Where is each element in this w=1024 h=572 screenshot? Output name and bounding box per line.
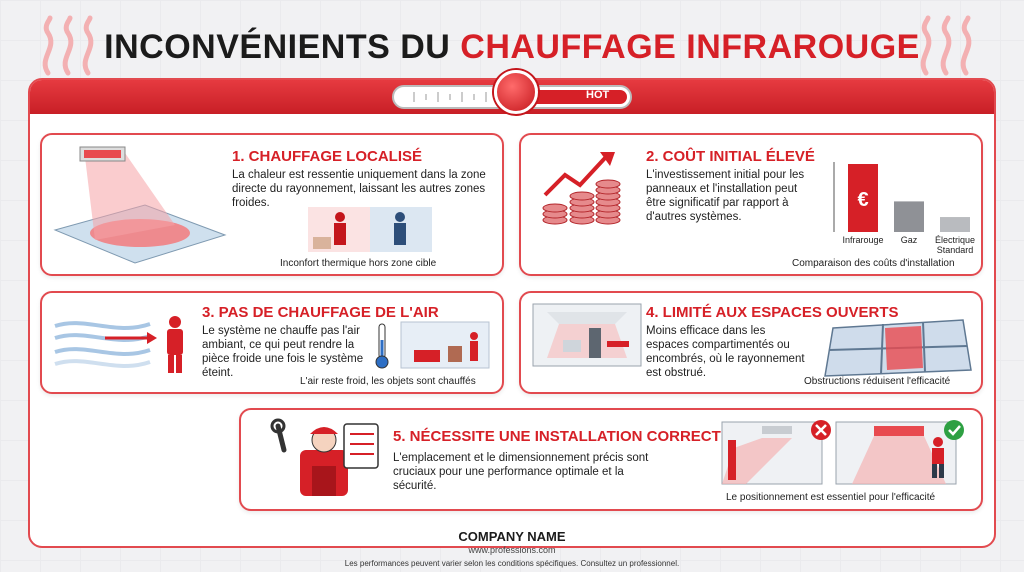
card-1-caption: Inconfort thermique hors zone cible (280, 258, 437, 269)
card-4-heading: 4. LIMITÉ AUX ESPACES OUVERTS (646, 304, 899, 321)
thermometer-room-icon (375, 321, 490, 369)
card-3-text: Le système ne chauffe pas l'air ambiant,… (202, 325, 364, 379)
heat-waves-icon (42, 15, 94, 76)
chart-category-label-1: Gaz (901, 235, 918, 245)
company-name: COMPANY NAME (458, 529, 566, 544)
rising-cost-coins-icon (542, 152, 621, 225)
chart-bar-2 (940, 217, 970, 232)
heat-waves-icon (920, 15, 972, 76)
card-3-heading: 3. PAS DE CHAUFFAGE DE L'AIR (202, 304, 439, 321)
card-2-heading: 2. COÛT INITIAL ÉLEVÉ (646, 148, 815, 165)
card-4-text: Moins efficace dans les espaces comparti… (646, 325, 805, 379)
card-5-text: L'emplacement et le dimensionnement préc… (393, 452, 649, 492)
chart-category-label-2: Standard (937, 245, 974, 255)
card-5-caption: Le positionnement est essentiel pour l'e… (726, 492, 936, 503)
disclaimer: Les performances peuvent varier selon le… (344, 559, 680, 568)
chart-bar-0 (848, 164, 878, 232)
obstructed-room-icon (532, 303, 642, 367)
heated-floor-icon (53, 146, 227, 264)
room-temperature-icon (308, 207, 432, 252)
technician-icon (270, 418, 379, 496)
chart-currency-label: € (857, 189, 868, 211)
title-part-2: CHAUFFAGE INFRAROUGE (460, 28, 920, 66)
card-5-heading: 5. NÉCESSITE UNE INSTALLATION CORRECTE (393, 428, 731, 445)
page-title: INCONVÉNIENTS DU CHAUFFAGE INFRAROUGE (0, 28, 1024, 67)
wrong-positioning-icon (721, 420, 831, 485)
floor-plan-icon (824, 319, 972, 377)
card-1-text: La chaleur est ressentie uniquement dans… (232, 169, 486, 209)
card-1-heading: 1. CHAUFFAGE LOCALISÉ (232, 148, 423, 165)
cold-air-person-icon (54, 316, 183, 373)
card-3-caption: L'air reste froid, les objets sont chauf… (300, 376, 476, 387)
chart-category-label-0: Infrarouge (842, 235, 883, 245)
card-2-caption: Comparaison des coûts d'installation (792, 258, 955, 269)
title-part-1: INCONVÉNIENTS DU (104, 28, 451, 66)
chart-bar-1 (894, 201, 924, 232)
hot-label: HOT (586, 89, 610, 101)
card-2-text: L'investissement initial pour les pannea… (646, 169, 805, 223)
correct-positioning-icon (835, 420, 964, 485)
company-url[interactable]: www.professions.com (468, 545, 556, 555)
card-4-caption: Obstructions réduisent l'efficacité (804, 376, 951, 387)
thermometer-bulb (494, 70, 538, 114)
chart-category-label-2: Électrique (935, 235, 975, 245)
